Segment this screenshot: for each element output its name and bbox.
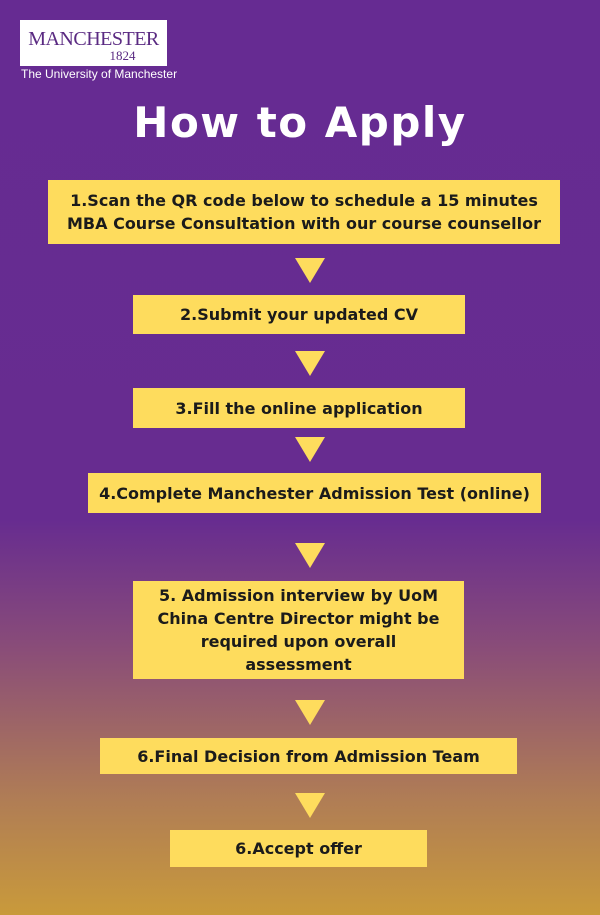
arrow-down-icon <box>295 700 325 725</box>
page-title: How to Apply <box>133 98 467 147</box>
arrow-down-icon <box>295 351 325 376</box>
step-5: 5. Admission interview by UoM China Cent… <box>133 581 464 679</box>
logo-name: MANCHESTER <box>28 28 159 50</box>
arrow-down-icon <box>295 543 325 568</box>
university-logo: MANCHESTER 1824 <box>20 20 167 66</box>
logo-year: 1824 <box>109 48 136 63</box>
arrow-down-icon <box>295 793 325 818</box>
step-4: 4.Complete Manchester Admission Test (on… <box>88 473 541 513</box>
arrow-down-icon <box>295 437 325 462</box>
logo-subtitle: The University of Manchester <box>21 67 178 81</box>
step-1: 1.Scan the QR code below to schedule a 1… <box>48 180 560 244</box>
step-7: 6.Accept offer <box>170 830 427 867</box>
step-6: 6.Final Decision from Admission Team <box>100 738 517 774</box>
step-2: 2.Submit your updated CV <box>133 295 465 334</box>
arrow-down-icon <box>295 258 325 283</box>
step-3: 3.Fill the online application <box>133 388 465 428</box>
